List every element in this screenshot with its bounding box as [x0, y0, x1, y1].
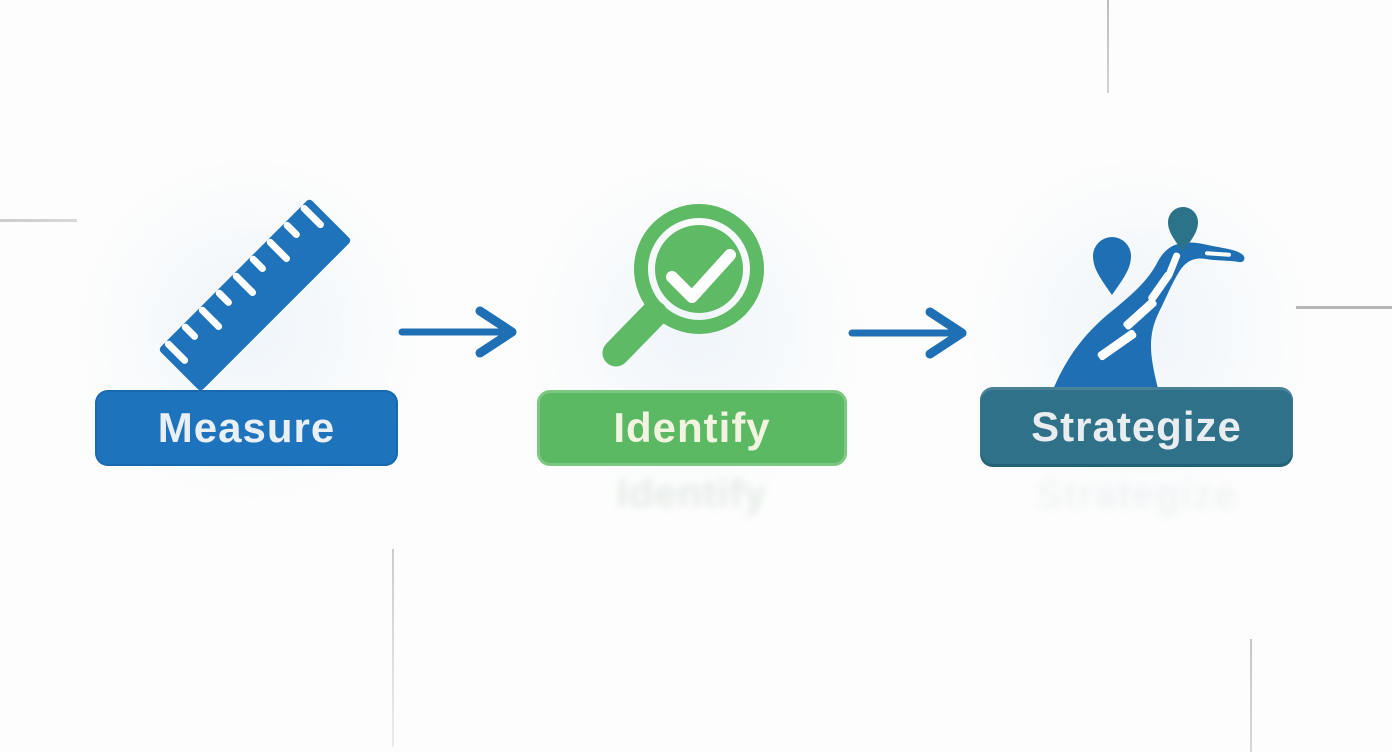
decor-line-bottom-right	[1250, 639, 1252, 752]
identify-label: Identify	[613, 404, 771, 451]
strategize-button[interactable]: Strategize	[980, 387, 1293, 467]
decor-line-right	[1296, 306, 1392, 309]
decor-line-bottom-center	[392, 549, 394, 747]
winding-road-icon	[1047, 207, 1245, 405]
identify-button[interactable]: Identify	[537, 390, 847, 466]
strategize-reflection: Strategize	[1035, 472, 1238, 517]
decor-line-left	[0, 219, 77, 222]
measure-label: Measure	[157, 404, 336, 451]
strategize-label: Strategize	[1031, 403, 1242, 450]
decor-line-top-right	[1107, 0, 1109, 93]
ruler-icon	[159, 199, 351, 391]
checkmark-icon	[666, 249, 736, 303]
arrow-right-icon	[398, 306, 517, 358]
map-pin-icon	[1168, 207, 1198, 252]
map-pin-icon	[1093, 237, 1131, 295]
identify-reflection: Identify	[616, 471, 768, 516]
arrow-right-icon	[848, 307, 967, 359]
magnifier-check-icon	[602, 204, 764, 367]
road-markings	[1097, 251, 1231, 361]
measure-button[interactable]: Measure	[95, 390, 398, 466]
